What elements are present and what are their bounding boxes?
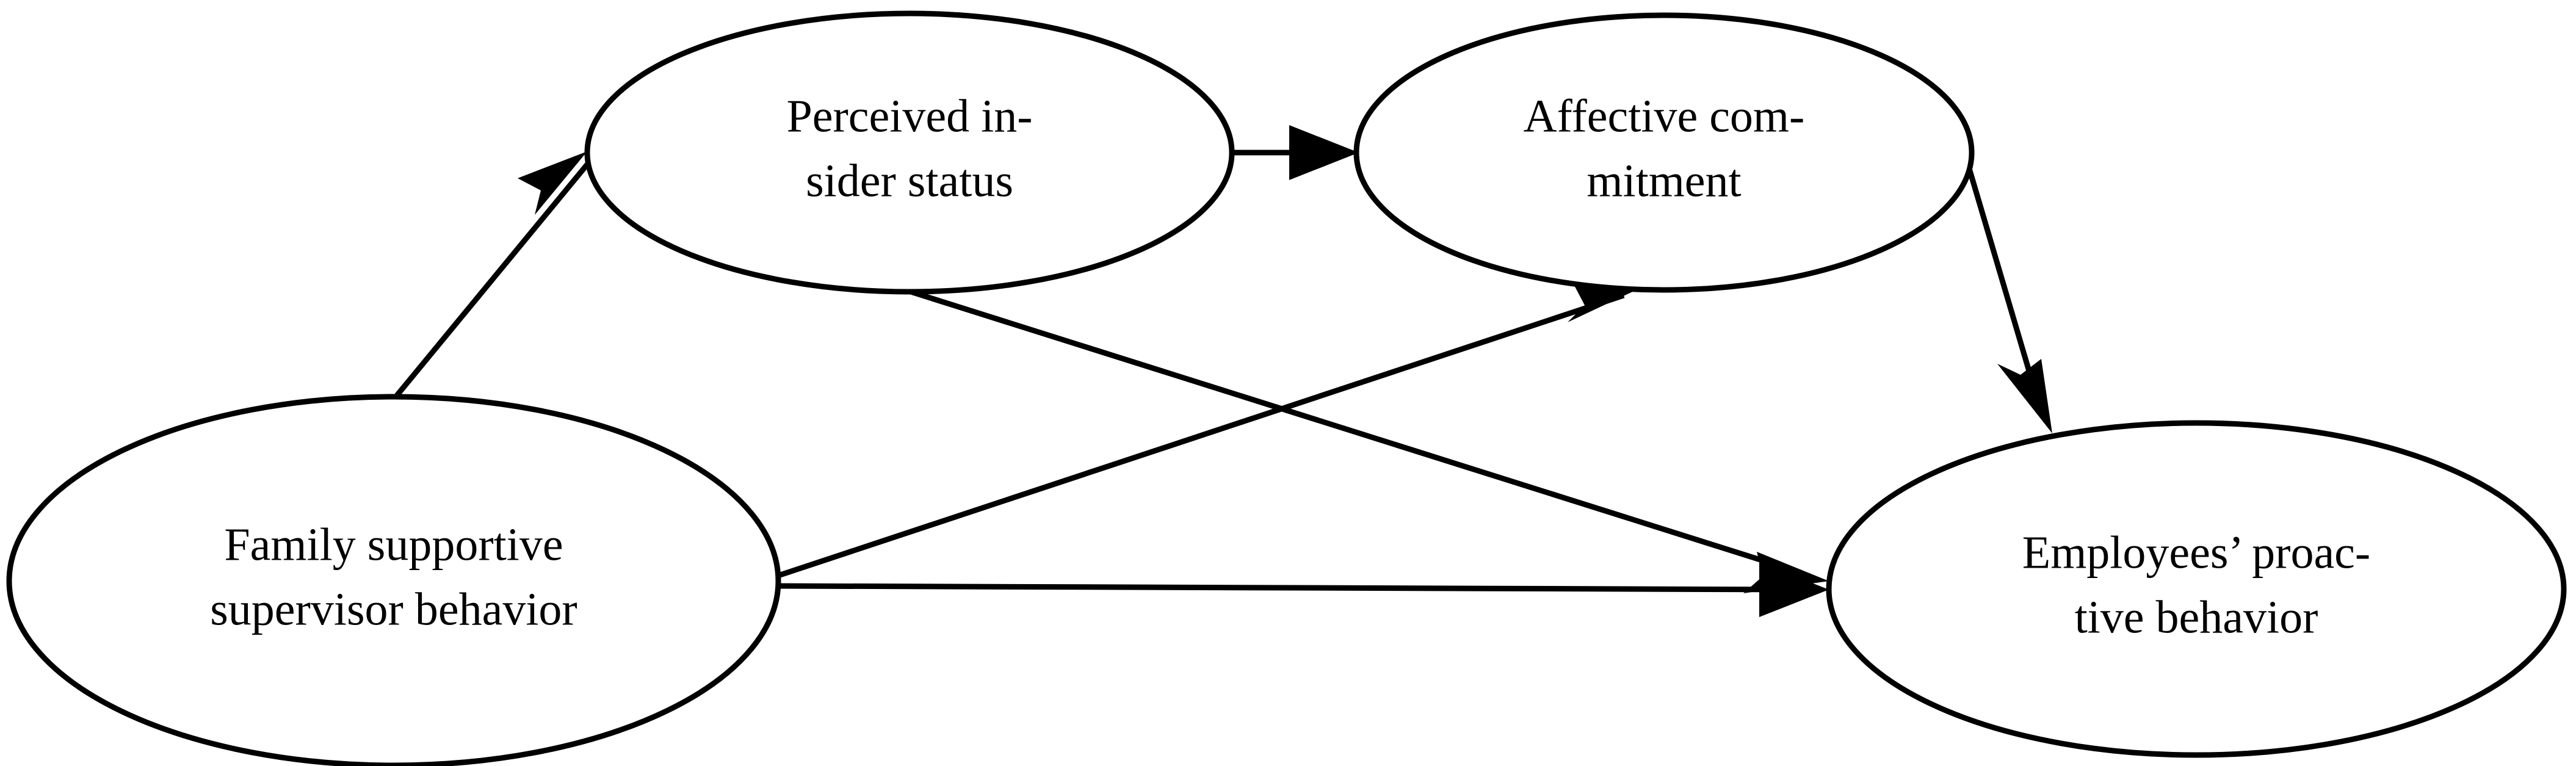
node-label-line1: Employees’ proac-: [2022, 527, 2370, 578]
node-employees-proactive-behavior[interactable]: Employees’ proac- tive behavior: [1826, 420, 2567, 758]
edge-fssb-to-perceived-insider-status[interactable]: [394, 151, 593, 397]
node-label-line2: tive behavior: [2075, 591, 2318, 643]
arrowhead-icon: [1289, 125, 1359, 180]
arrowhead-icon: [1568, 282, 1648, 322]
arrowhead-icon: [518, 151, 587, 215]
node-shape: [6, 394, 781, 766]
node-label-line1: Affective com-: [1524, 90, 1805, 142]
edge-affective-commitment-to-employees-proactive-behavior[interactable]: [1956, 134, 2052, 433]
node-label-line2: supervisor behavior: [210, 584, 577, 635]
node-affective-commitment[interactable]: Affective com- mitment: [1353, 12, 1975, 293]
edges-layer: [394, 125, 2052, 617]
node-shape: [1353, 12, 1975, 293]
node-shape: [584, 10, 1235, 295]
edge-line: [778, 583, 1801, 593]
node-label-line1: Family supportive: [224, 519, 563, 570]
node-perceived-insider-status[interactable]: Perceived in- sider status: [584, 10, 1235, 295]
edge-fssb-to-affective-commitment[interactable]: [777, 282, 1648, 579]
node-label-line2: mitment: [1586, 155, 1741, 206]
edge-line: [394, 158, 593, 397]
node-label-line2: sider status: [806, 155, 1013, 206]
arrowhead-icon: [1743, 552, 1829, 593]
node-label-line1: Perceived in-: [786, 90, 1032, 142]
edge-perceived-insider-status-to-affective-commitment[interactable]: [1231, 125, 1359, 180]
edge-fssb-to-employees-proactive-behavior[interactable]: [778, 562, 1829, 617]
edge-line: [777, 292, 1625, 579]
edge-perceived-insider-status-to-employees-proactive-behavior[interactable]: [910, 289, 1829, 593]
node-family-supportive-supervisor-behavior[interactable]: Family supportive supervisor behavior: [6, 394, 781, 766]
edge-line: [910, 289, 1802, 576]
arrowhead-icon: [1997, 359, 2052, 433]
edge-line: [1956, 134, 2042, 405]
nodes-layer: Perceived in- sider status Affective com…: [6, 10, 2567, 766]
node-shape: [1826, 420, 2567, 758]
